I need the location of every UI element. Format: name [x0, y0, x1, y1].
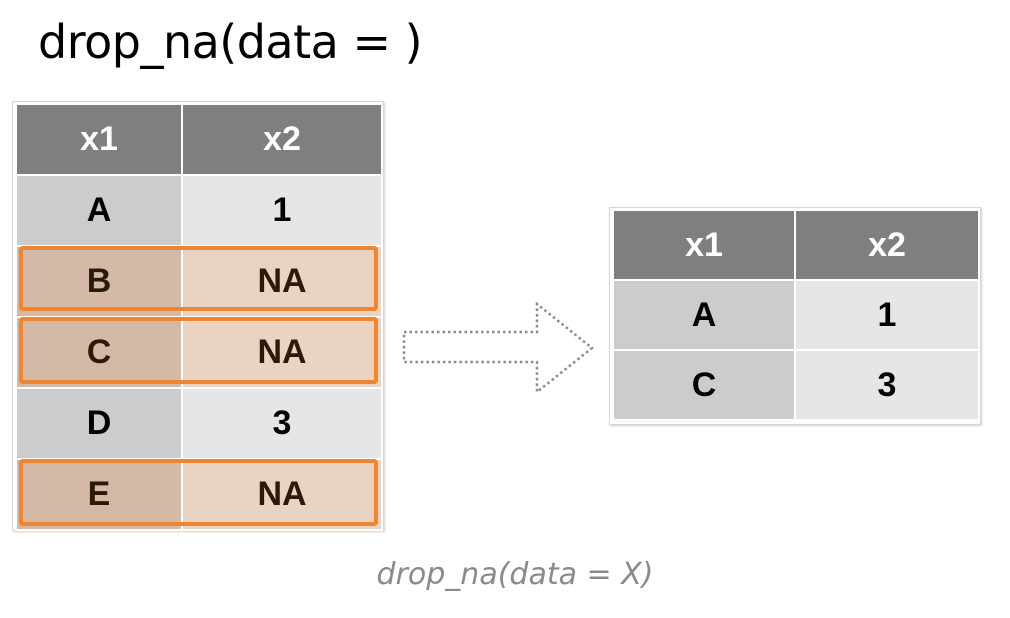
- input-table: x1 x2 A 1 B NA C NA D 3 E NA: [15, 103, 383, 531]
- cell-x2: NA: [181, 316, 383, 389]
- table-row: C 3: [612, 349, 980, 421]
- table-row: A 1: [612, 279, 980, 351]
- cell-x1: A: [15, 174, 183, 247]
- column-header-x1: x1: [612, 209, 796, 281]
- cell-x2: 1: [794, 279, 980, 351]
- output-table: x1 x2 A 1 C 3: [612, 209, 980, 421]
- cell-x1: C: [612, 349, 796, 421]
- cell-x2: 3: [181, 387, 383, 460]
- cell-x2: NA: [181, 458, 383, 531]
- cell-x1: A: [612, 279, 796, 351]
- function-caption: drop_na(data = X): [376, 557, 654, 592]
- column-header-x2: x2: [181, 103, 383, 176]
- table-header-row: x1 x2: [612, 209, 980, 281]
- column-header-x1: x1: [15, 103, 183, 176]
- table-header-row: x1 x2: [15, 103, 383, 176]
- table-row: D 3: [15, 387, 383, 460]
- table-row-dropped: E NA: [15, 458, 383, 531]
- column-header-x2: x2: [794, 209, 980, 281]
- cell-x2: 1: [181, 174, 383, 247]
- table-row-dropped: C NA: [15, 316, 383, 389]
- cell-x2: NA: [181, 245, 383, 318]
- table-row: A 1: [15, 174, 383, 247]
- cell-x1: B: [15, 245, 183, 318]
- page-title: drop_na(data = ): [38, 15, 423, 69]
- dotted-right-arrow-icon: [402, 302, 595, 394]
- cell-x1: D: [15, 387, 183, 460]
- cell-x2: 3: [794, 349, 980, 421]
- cell-x1: E: [15, 458, 183, 531]
- cell-x1: C: [15, 316, 183, 389]
- table-row-dropped: B NA: [15, 245, 383, 318]
